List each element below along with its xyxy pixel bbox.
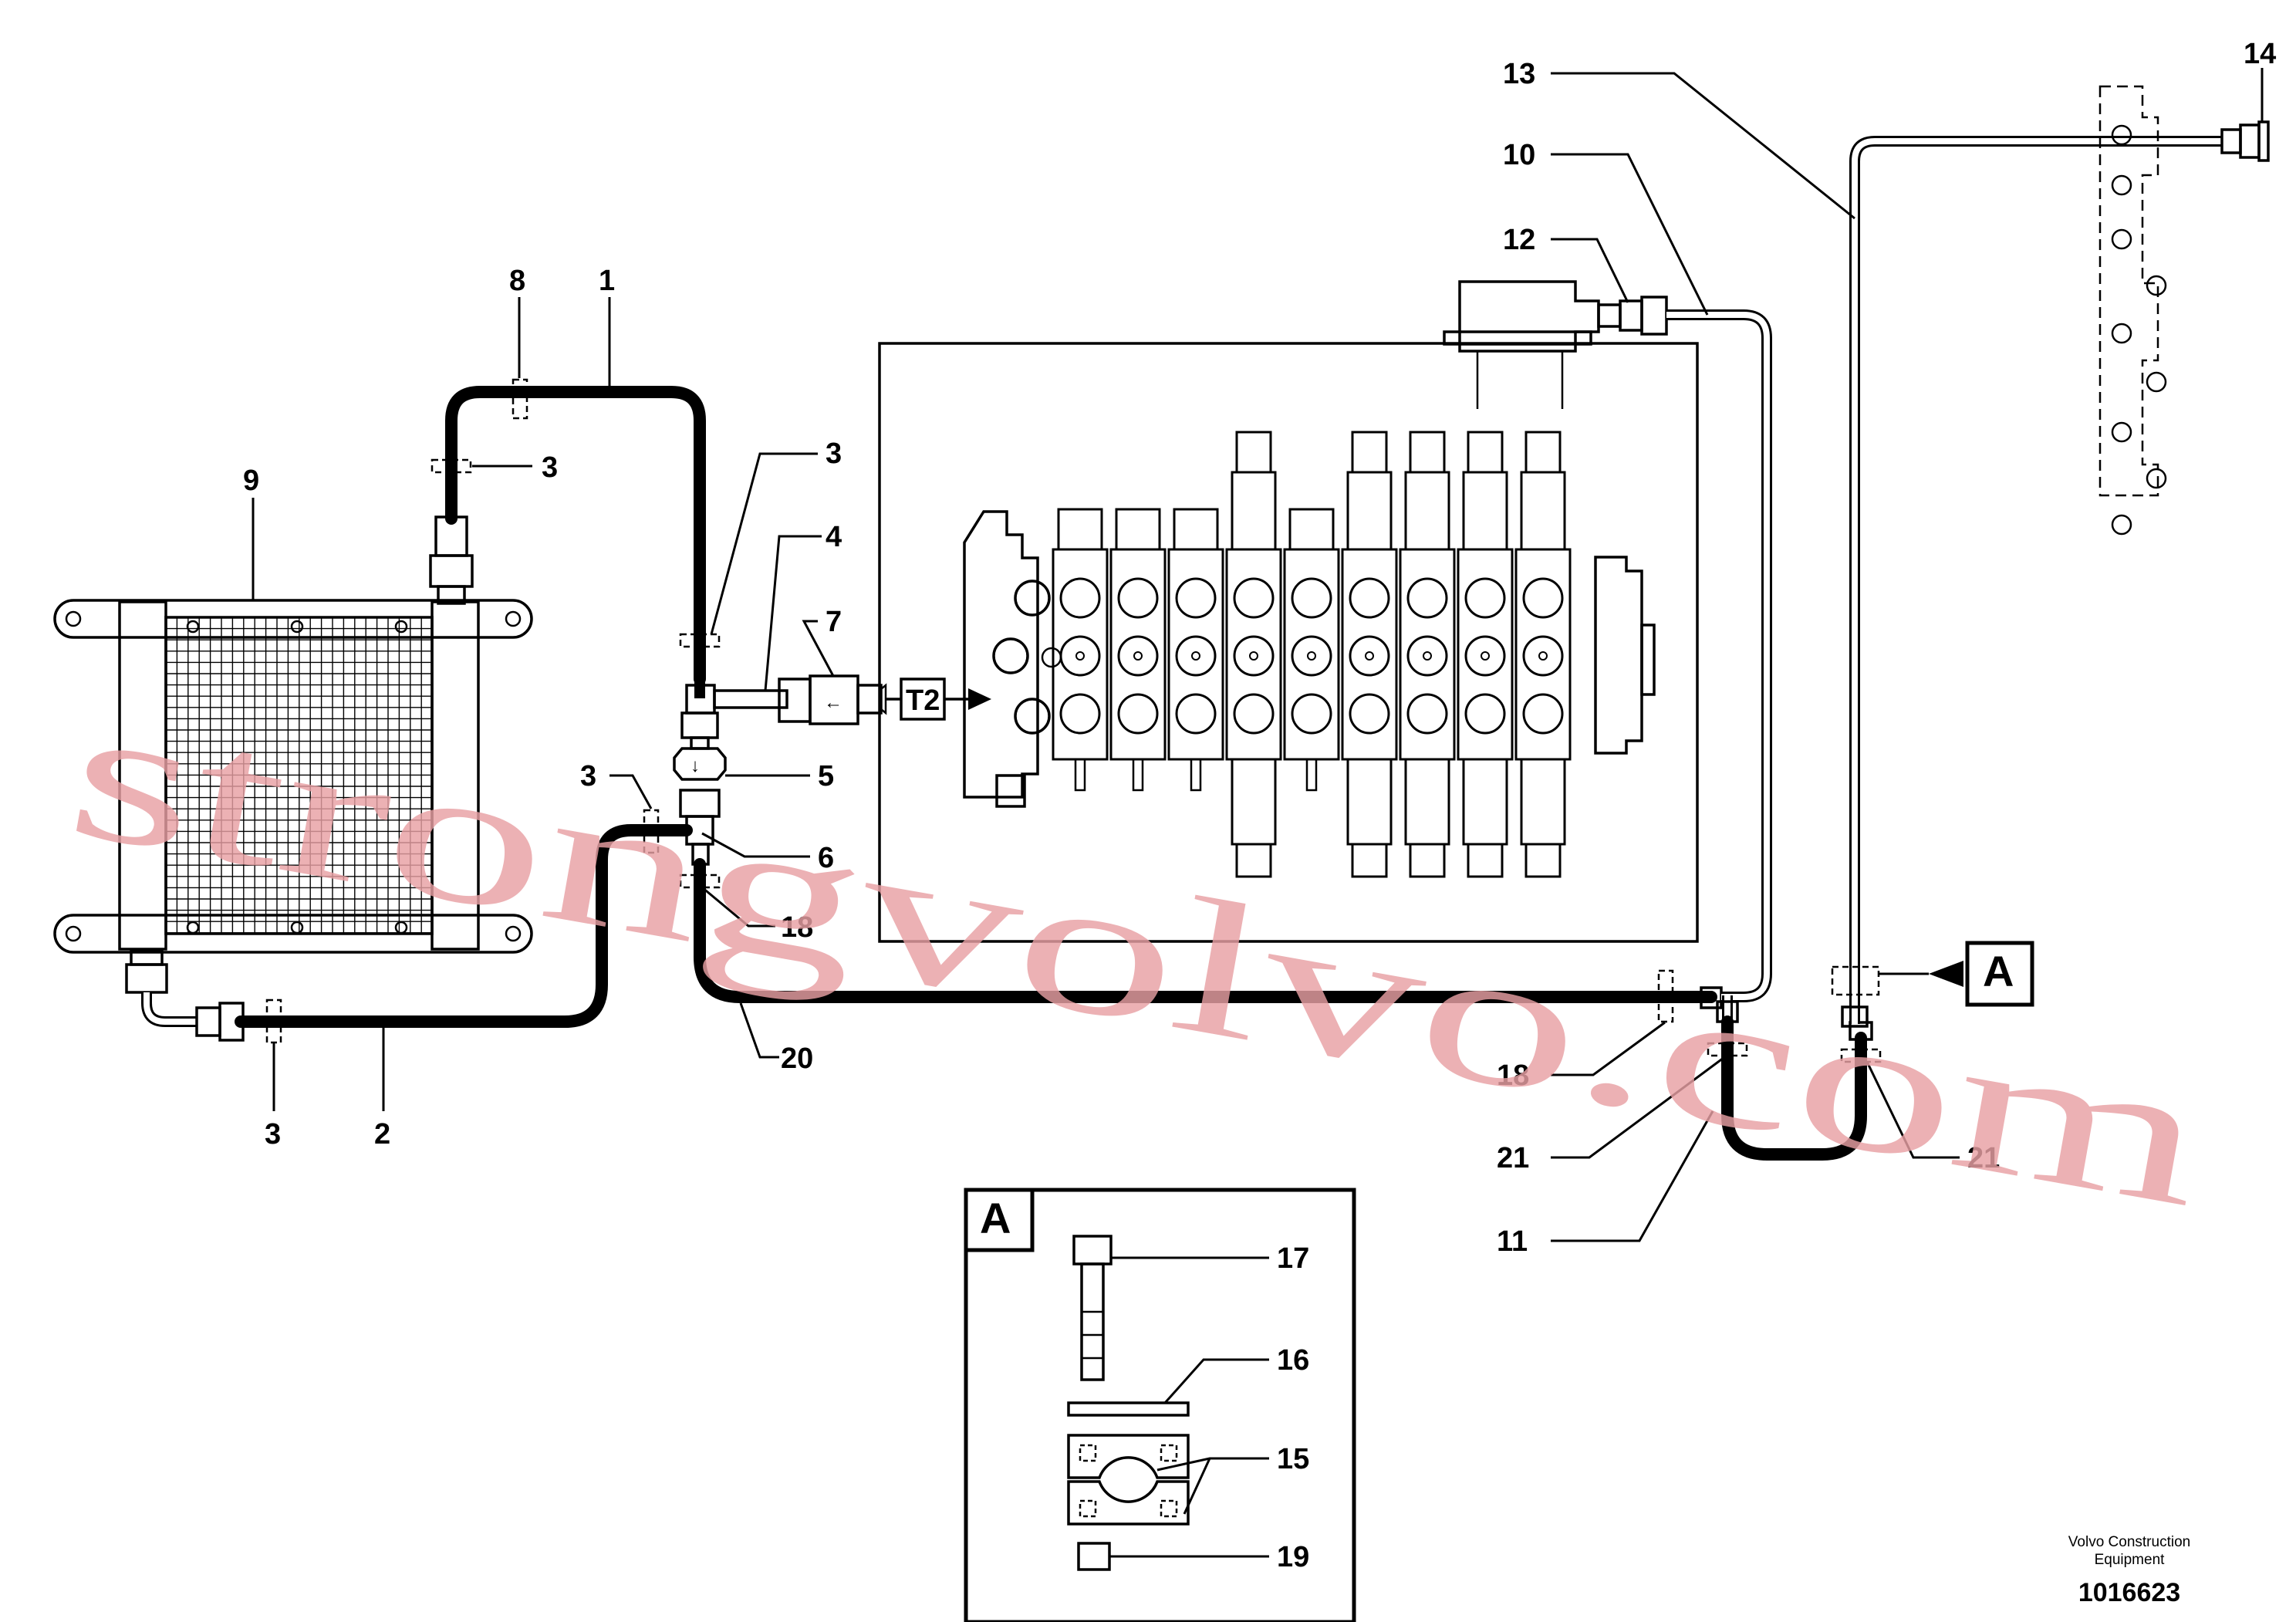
detail-a-label: A [980,1194,1011,1242]
pilot-unit [1443,280,1668,409]
valve-frame [878,342,1699,943]
callout-21-right: 21 [1967,1142,2000,1174]
oil-cooler [53,515,533,994]
callout-19: 19 [1277,1541,1309,1573]
tube-10 [1666,309,1772,1002]
view-a-ref-label: A [1983,947,2014,995]
callout-9: 9 [243,465,259,497]
callout-10: 10 [1503,139,1535,171]
footer: Volvo Construction Equipment 1016623 [2068,1534,2190,1607]
callout-18-left: 18 [781,911,813,944]
callout-17: 17 [1277,1242,1309,1275]
connector-14 [2220,120,2270,162]
hose-11 [1716,995,1873,1161]
clamp-3-top [430,458,472,474]
clamp-21-right [1840,1048,1882,1063]
callout-5: 5 [818,760,834,792]
valve-section [1283,508,1340,792]
callout-3-mid: 3 [580,760,596,792]
clamp-halves-15 [1067,1434,1190,1526]
callout-7: 7 [826,606,842,638]
hose-20 [694,858,1717,1003]
svg-text:←: ← [824,692,842,713]
document-number: 1016623 [2078,1578,2180,1607]
flow-arrow [968,688,991,710]
callout-13: 13 [1503,58,1535,90]
svg-text:↓: ↓ [690,755,700,776]
maker-line-1: Volvo Construction [2068,1534,2190,1550]
valve-section [1341,431,1398,878]
callout-21-left: 21 [1497,1142,1529,1174]
hose-2 [235,824,693,1028]
clamp-21-left [1707,1042,1748,1057]
clamp-3-mid [643,809,660,854]
port-t2-label: T2 [906,684,940,717]
valve-section [1225,431,1282,878]
callout-2: 2 [374,1118,390,1151]
callout-3-tee: 3 [826,438,842,470]
valve-section [1052,508,1109,792]
valve-section [1514,431,1572,878]
callout-labels: 1 8 9 3 3 4 7 5 3 6 18 20 3 2 13 10 12 1… [243,38,2276,1573]
mounting-plate [2098,85,2167,536]
callout-20: 20 [781,1042,813,1075]
cover-plate-16 [1067,1401,1190,1417]
callout-6: 6 [818,842,834,874]
callout-16: 16 [1277,1344,1309,1377]
valve-section [1109,508,1167,792]
valve-section [1167,508,1224,792]
maker-line-2: Equipment [2095,1552,2166,1568]
callout-8: 8 [509,265,525,297]
tube-13 [1841,136,2222,1028]
callout-3-bottom: 3 [265,1118,281,1151]
callout-18-right: 18 [1497,1059,1529,1092]
callout-14: 14 [2244,38,2276,70]
control-valve [878,342,1699,943]
clamp-3-tee [679,633,721,648]
watermark-text: strongvolvo.com [56,662,2220,1248]
callout-1: 1 [599,265,615,297]
tee-assembly: ← T2 ↓ [673,674,991,866]
hose-1 [445,386,706,685]
callout-11: 11 [1497,1225,1528,1258]
cooler-core-grid [165,617,432,934]
callout-15: 15 [1277,1443,1309,1475]
callout-3-top: 3 [542,451,558,484]
view-a-reference: A [1879,941,2034,1007]
bolt-17 [1072,1235,1113,1381]
valve-sections [1052,431,1572,878]
valve-section [1457,431,1514,878]
clamp-3-bottom [265,999,282,1044]
clamp-a-mark [1831,965,1880,996]
leader-lines [252,68,2264,1558]
detail-a-box: A [964,1188,1356,1622]
cooler-return-fitting [141,992,245,1042]
clamp-8 [512,378,528,420]
callout-4: 4 [826,521,842,553]
valve-section [1399,431,1456,878]
clamp-18-left [679,874,721,889]
clamp-18-right [1657,969,1674,1023]
callout-12: 12 [1503,224,1535,256]
